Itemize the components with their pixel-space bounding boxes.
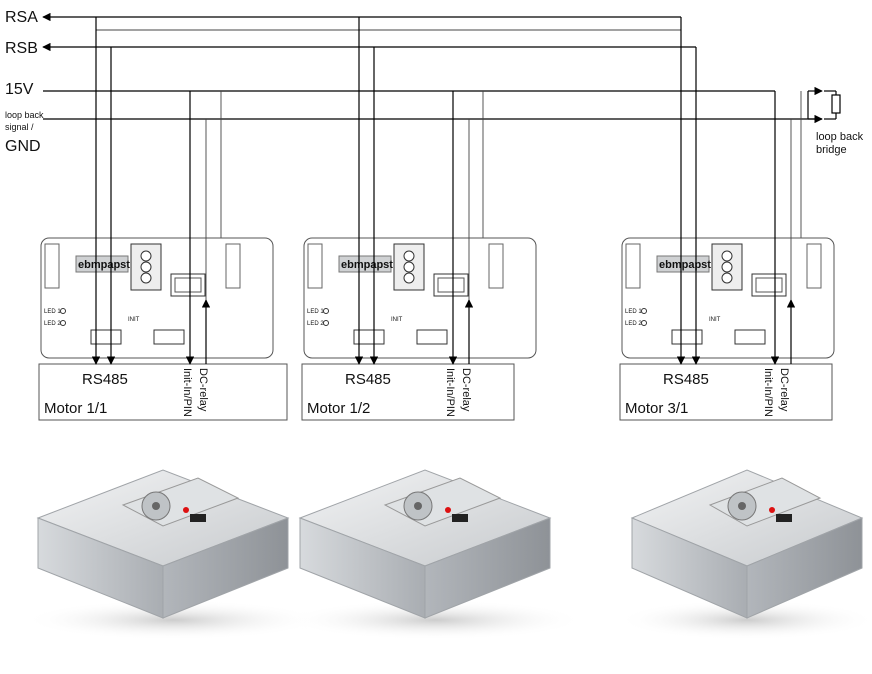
board-left-slot [44, 243, 60, 289]
fan-unit-image-1 [23, 469, 323, 640]
led2-icon [641, 320, 647, 326]
connector-pin [140, 272, 152, 284]
init-label: INIT [128, 317, 140, 323]
relay-inner [174, 277, 202, 293]
connector-pin [721, 261, 733, 273]
led1-icon [60, 308, 66, 314]
led2-label: LED 2 [625, 321, 642, 327]
motor-bus-label: RS485 [663, 371, 709, 388]
motor-pin-label: Init-In/PIN [762, 368, 774, 417]
bridge-resistor [831, 94, 841, 114]
loopback-bridge: loop back bridge [807, 86, 864, 156]
fan-unit-image-3 [617, 469, 872, 640]
init-connector [734, 329, 766, 345]
led1-label: LED 1 [307, 309, 324, 315]
connector-pin [403, 250, 415, 262]
signal-label-loopback-2: signal / [5, 122, 34, 132]
led2-icon [323, 320, 329, 326]
bridge-label-2: bridge [816, 144, 847, 156]
signal-label-gnd: GND [5, 138, 41, 155]
signal-label-loopback-1: loop back [5, 110, 44, 120]
init-label: INIT [391, 317, 403, 323]
motor-relay-label: DC-relay [460, 368, 472, 412]
led1-icon [323, 308, 329, 314]
connector-pin [403, 261, 415, 273]
fan-unit-image-2 [285, 469, 585, 640]
motor-relay-label: DC-relay [778, 368, 790, 412]
connector-pin [721, 272, 733, 284]
signal-label-rsa: RSA [5, 9, 38, 26]
motor-name: Motor 1/2 [307, 400, 370, 417]
motor-pin-label: Init-In/PIN [181, 368, 193, 417]
connector-pin [721, 250, 733, 262]
board-left-slot [307, 243, 323, 289]
brand-logo: ebmpapst [78, 259, 130, 271]
motor-module-1: ebmpapst LED 1 LED 2 INIT RS485 Motor 1/… [38, 237, 288, 421]
motor-box [38, 363, 288, 421]
board-right-slot [806, 243, 822, 289]
led1-label: LED 1 [44, 309, 61, 315]
led1-icon [641, 308, 647, 314]
init-connector [153, 329, 185, 345]
connector-pin [403, 272, 415, 284]
motor-bus-label: RS485 [345, 371, 391, 388]
relay-box [433, 273, 469, 297]
relay-inner [755, 277, 783, 293]
board-right-slot [488, 243, 504, 289]
connector-pin [140, 261, 152, 273]
led2-label: LED 2 [44, 321, 61, 327]
drop-wires [91, 17, 796, 365]
relay-inner [437, 277, 465, 293]
bridge-label-1: loop back [816, 131, 864, 143]
bus-connector [671, 329, 703, 345]
bus-connector [90, 329, 122, 345]
connector-pin [140, 250, 152, 262]
relay-box [170, 273, 206, 297]
bus-wires [42, 12, 822, 295]
board-left-slot [625, 243, 641, 289]
motor-name: Motor 1/1 [44, 400, 107, 417]
board-right-slot [225, 243, 241, 289]
led2-label: LED 2 [307, 321, 324, 327]
bus-connector [353, 329, 385, 345]
brand-logo: ebmpapst [659, 259, 711, 271]
signal-label-rsb: RSB [5, 40, 38, 57]
motor-name: Motor 3/1 [625, 400, 688, 417]
brand-plate [75, 255, 129, 273]
motor-pin-label: Init-In/PIN [444, 368, 456, 417]
motor-bus-label: RS485 [82, 371, 128, 388]
brand-logo: ebmpapst [341, 259, 393, 271]
motor-box [301, 363, 515, 421]
init-connector [416, 329, 448, 345]
signal-label-15v: 15V [5, 81, 34, 98]
motor-relay-label: DC-relay [197, 368, 209, 412]
motor-box [619, 363, 833, 421]
motor-module-3: ebmpapst LED 1 LED 2 INIT RS485 Motor 3/… [619, 237, 835, 421]
motor-module-2: ebmpapst LED 1 LED 2 INIT RS485 Motor 1/… [301, 237, 537, 421]
brand-plate [338, 255, 392, 273]
led1-label: LED 1 [625, 309, 642, 315]
led2-icon [60, 320, 66, 326]
init-label: INIT [709, 317, 721, 323]
relay-box [751, 273, 787, 297]
